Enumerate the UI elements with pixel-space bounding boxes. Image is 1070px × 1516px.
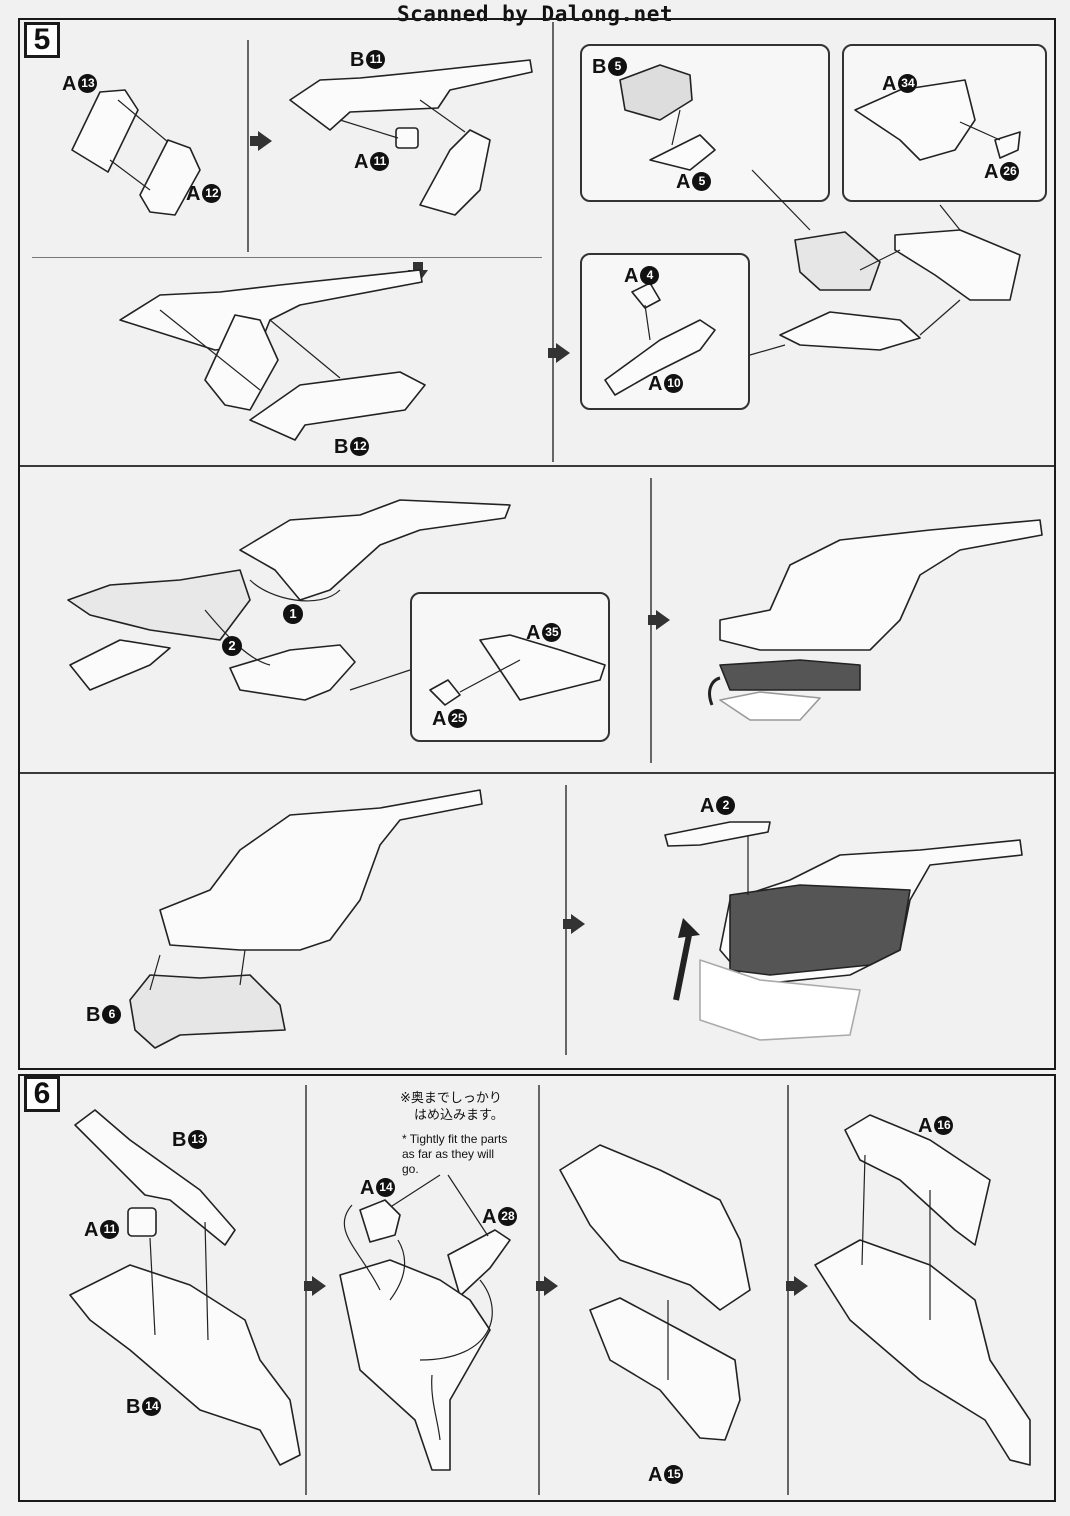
step-5-number: 5	[24, 22, 60, 58]
note-jp-line: はめ込みます。	[414, 1108, 504, 1123]
divider	[20, 465, 1054, 467]
divider	[247, 40, 249, 252]
note-english: * Tightly fit the parts as far as they w…	[402, 1132, 508, 1176]
step-6-panel	[18, 1074, 1056, 1502]
note-japanese: ※奥までしっかり はめ込みます。	[400, 1090, 504, 1124]
divider	[20, 772, 1054, 774]
flow-arrow-icon	[648, 610, 670, 630]
flow-arrow-icon	[536, 1276, 558, 1296]
sequence-badge: 1	[283, 604, 303, 624]
note-jp-line: ※奥までしっかり	[400, 1091, 502, 1106]
step-5-panel	[18, 18, 1056, 1070]
divider	[32, 257, 542, 258]
flow-arrow-icon	[548, 343, 570, 363]
flow-arrow-icon	[250, 131, 272, 151]
flow-arrow-icon	[304, 1276, 326, 1296]
sequence-badge: 2	[222, 636, 242, 656]
step-6-number: 6	[24, 1076, 60, 1112]
flow-arrow-icon	[786, 1276, 808, 1296]
divider	[552, 22, 554, 462]
scan-watermark: Scanned by Dalong.net	[396, 2, 673, 26]
flow-arrow-icon	[563, 914, 585, 934]
